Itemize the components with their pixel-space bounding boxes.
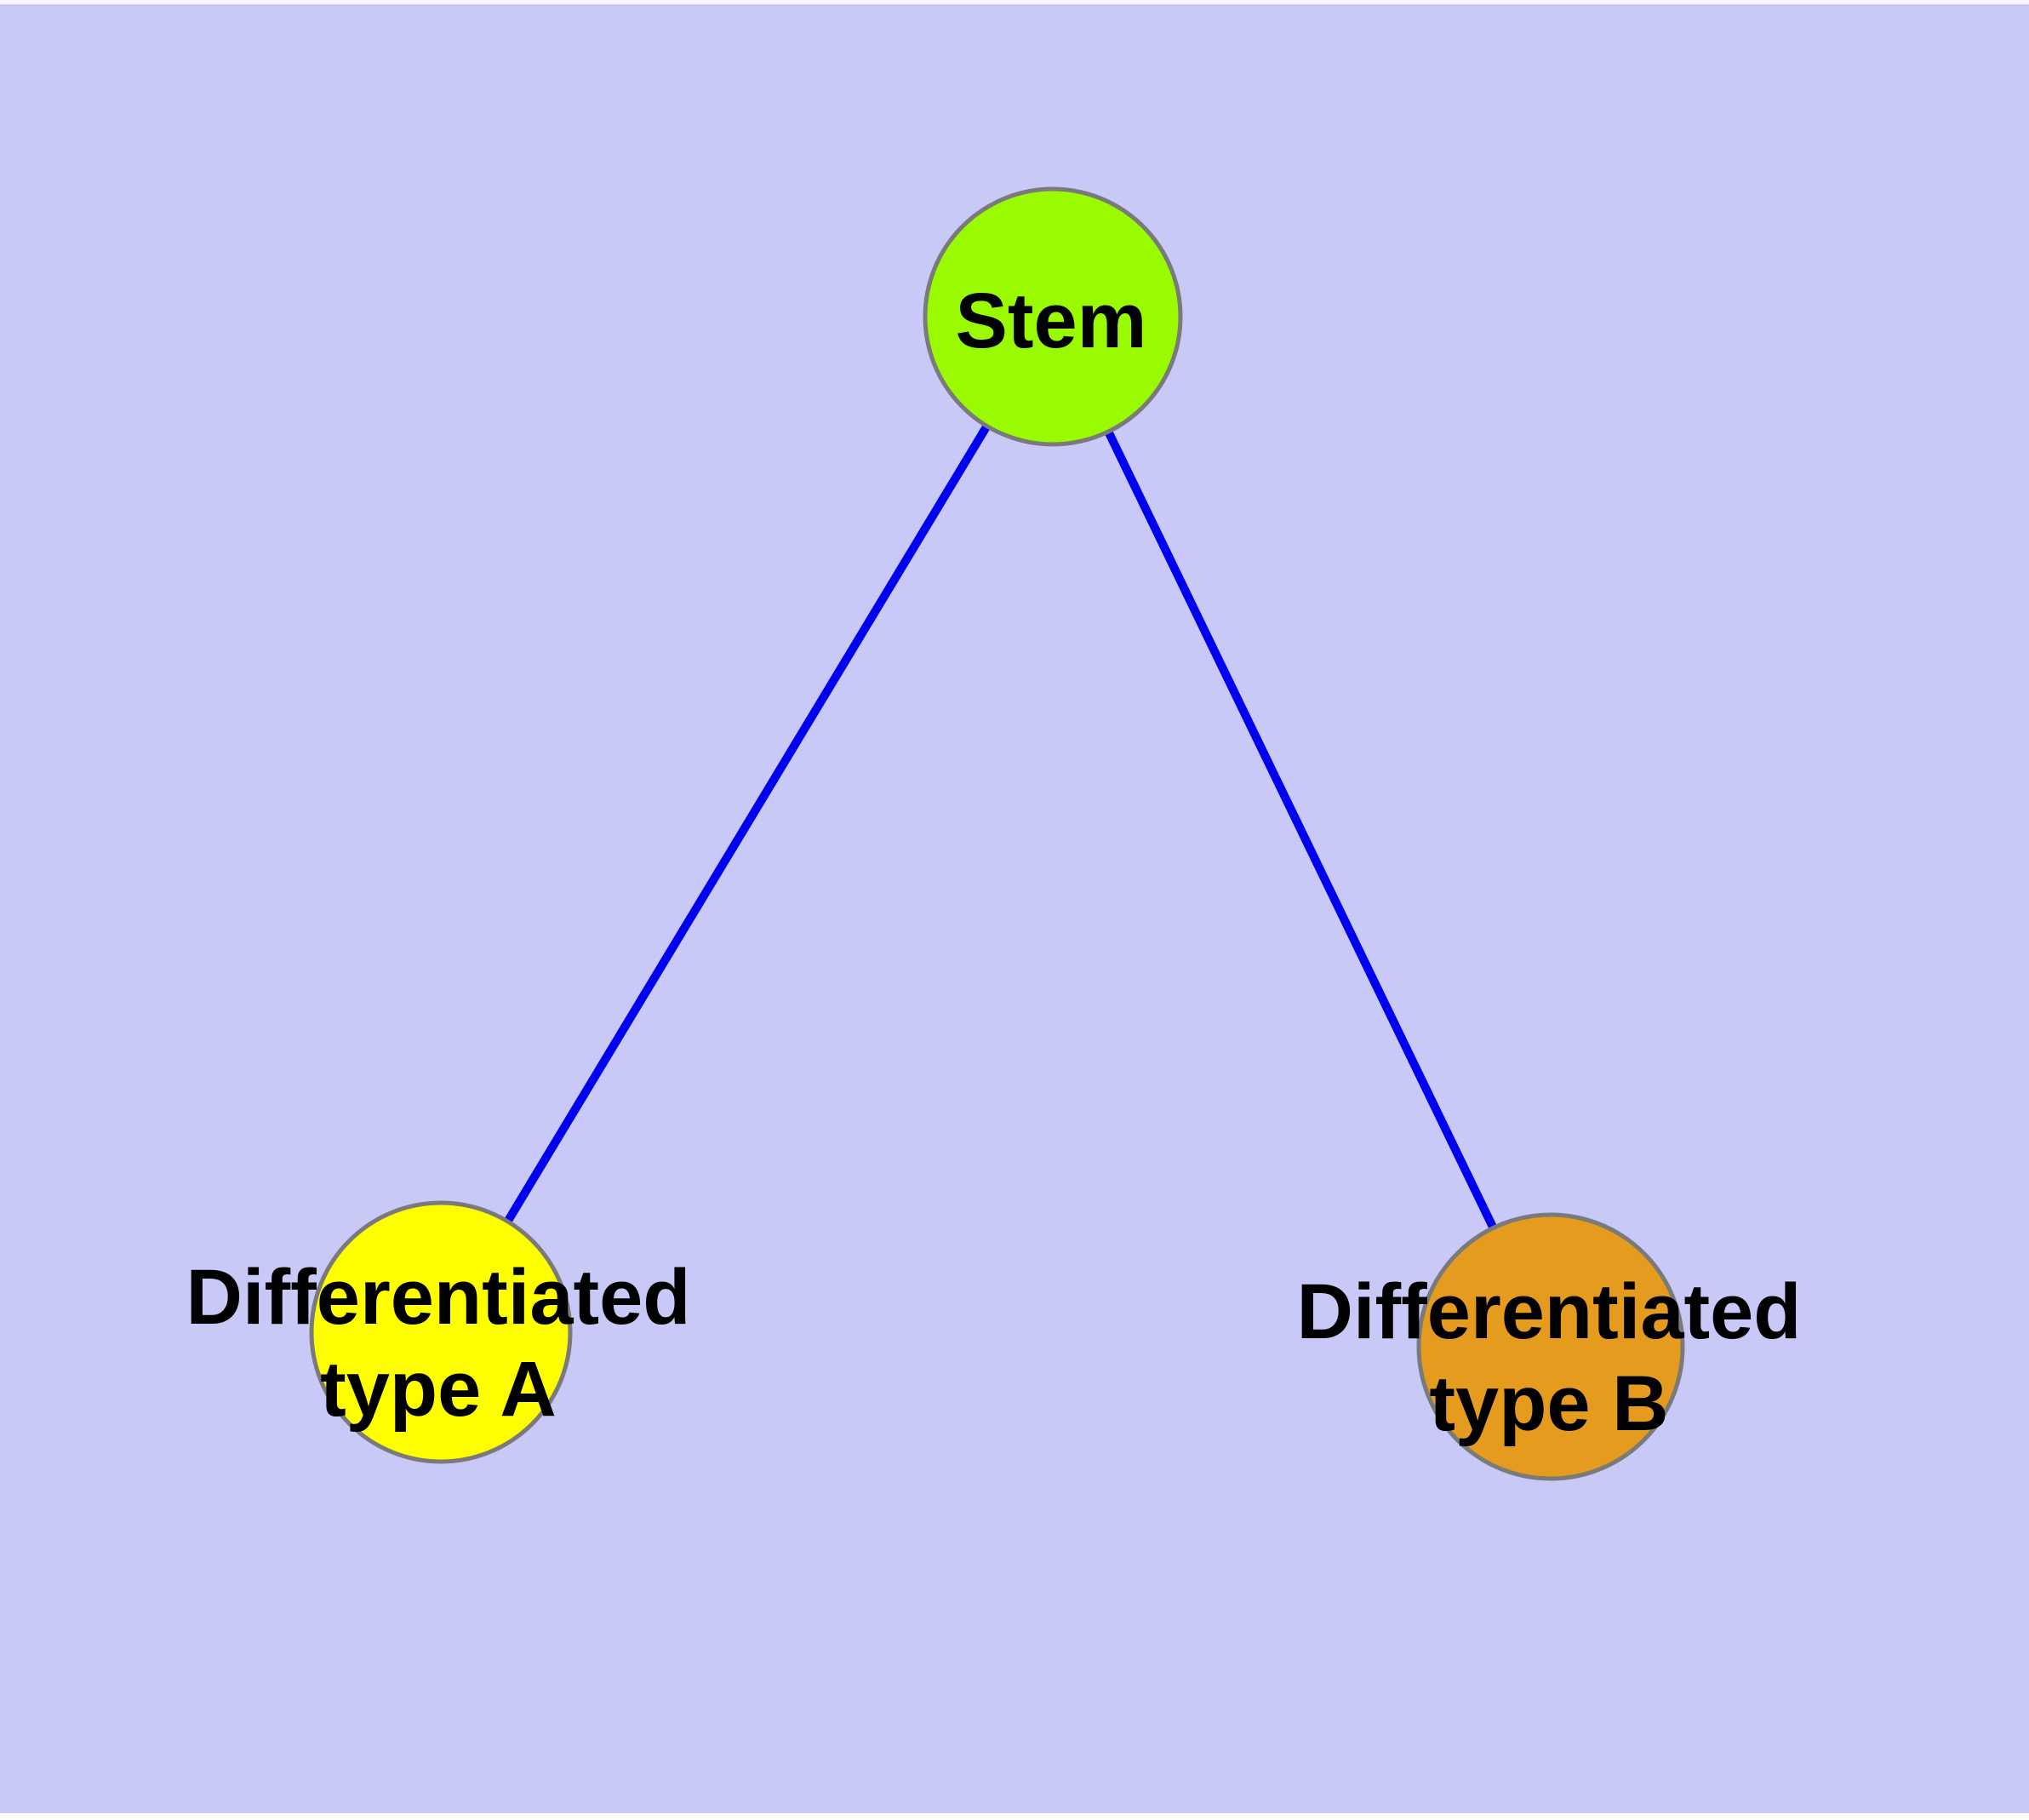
node-stem — [923, 186, 1183, 447]
node-type-a-label-line2: type A — [320, 1346, 557, 1433]
node-stem-label: Stem — [956, 278, 1147, 364]
edge-stem-to-type-b — [1049, 314, 1555, 1349]
node-type-b-label-line2: type B — [1429, 1360, 1668, 1447]
node-type-b-label-line1: Differentiated — [1297, 1268, 1802, 1355]
node-differentiated-type-b — [1416, 1212, 1685, 1481]
edge-stem-to-type-a — [437, 314, 1057, 1335]
node-type-a-label-line1: Differentiated — [186, 1254, 691, 1341]
node-differentiated-type-a — [309, 1200, 573, 1464]
bottom-edge-strip — [0, 1813, 2029, 1820]
top-edge-strip — [0, 0, 2029, 4]
